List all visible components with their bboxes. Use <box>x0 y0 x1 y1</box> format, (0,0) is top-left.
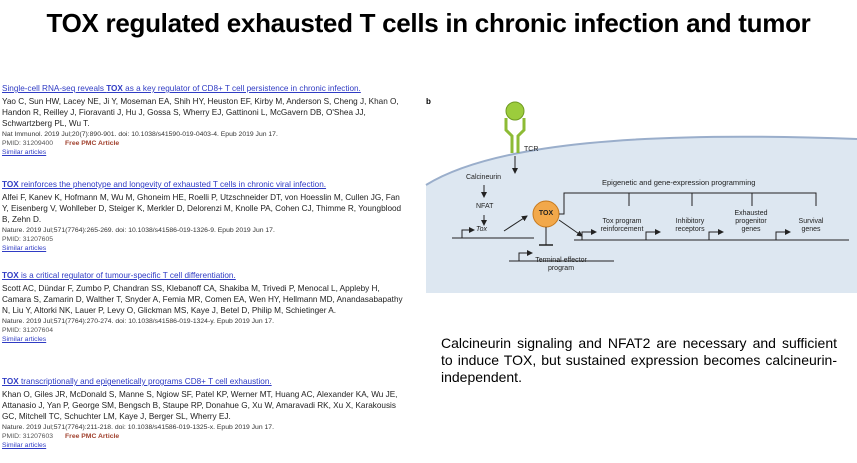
reference-title-text: reinforces the phenotype and longevity o… <box>18 180 327 189</box>
reference-citation: Nature. 2019 Jul;571(7764):270-274. doi:… <box>2 318 274 325</box>
reference-pmid: PMID: 31209400 <box>2 140 54 147</box>
reference-item: Single-cell RNA-seq reveals TOX as a key… <box>2 83 406 157</box>
epigenetic-programming-label: Epigenetic and gene-expression programmi… <box>602 178 756 187</box>
reference-title-text: as a key regulator of CD8+ T cell persis… <box>122 84 361 93</box>
reference-item: TOX reinforces the phenotype and longevi… <box>2 179 406 253</box>
calcineurin-label: Calcineurin <box>466 174 502 181</box>
reference-pmid: PMID: 31207604 <box>2 327 54 334</box>
reference-pmid: PMID: 31207603 <box>2 433 54 440</box>
similar-articles-link[interactable]: Similar articles <box>2 149 47 156</box>
reference-title-link[interactable]: TOX transcriptionally and epigenetically… <box>2 376 406 387</box>
reference-item: TOX is a critical regulator of tumour-sp… <box>2 270 406 344</box>
tox-program-label: Tox program reinforcement <box>600 218 644 233</box>
similar-articles-link[interactable]: Similar articles <box>2 245 47 252</box>
similar-articles-link[interactable]: Similar articles <box>2 336 47 343</box>
reference-title-keyword: TOX <box>2 377 19 386</box>
reference-title-keyword: TOX <box>2 271 19 280</box>
figure-panel-letter: b <box>426 97 431 106</box>
reference-title-text: transcriptionally and epigenetically pro… <box>18 377 272 386</box>
terminal-effector-label: Terminal effector program <box>535 257 587 272</box>
inhibitory-receptors-label: Inhibitory receptors <box>675 218 705 233</box>
pathway-diagram <box>425 101 857 293</box>
reference-title-link[interactable]: TOX reinforces the phenotype and longevi… <box>2 179 406 190</box>
reference-title-link[interactable]: TOX is a critical regulator of tumour-sp… <box>2 270 406 281</box>
reference-pmid: PMID: 31207605 <box>2 236 54 243</box>
reference-citation: Nature. 2019 Jul;571(7764):211-218. doi:… <box>2 424 274 431</box>
reference-authors: Alfei F, Kanev K, Hofmann M, Wu M, Ghone… <box>2 193 402 224</box>
exhausted-progenitor-label: Exhausted progenitor genes <box>734 210 768 233</box>
tox-protein-label: TOX <box>538 210 554 217</box>
tcr-receptor-icon <box>504 101 526 153</box>
reference-pmid-row: PMID: 31207603 Free PMC Article <box>2 432 406 441</box>
tox-pathway-figure: b TCR Calcineurin NFAT Tox TOX Terminal … <box>424 93 857 293</box>
reference-pmid-row: PMID: 31209400 Free PMC Article <box>2 139 406 148</box>
reference-title-keyword: TOX <box>106 84 123 93</box>
summary-text: Calcineurin signaling and NFAT2 are nece… <box>441 335 837 385</box>
reference-title-keyword: TOX <box>2 180 19 189</box>
cell-membrane <box>425 135 857 186</box>
reference-authors: Yao C, Sun HW, Lacey NE, Ji Y, Moseman E… <box>2 97 399 128</box>
cell-body <box>426 136 857 293</box>
similar-articles-link[interactable]: Similar articles <box>2 442 47 449</box>
reference-pmid-row: PMID: 31207604 <box>2 326 406 335</box>
tcr-label: TCR <box>524 146 539 153</box>
tox-gene-label: Tox <box>476 226 488 233</box>
reference-citation: Nat Immunol. 2019 Jul;20(7):890-901. doi… <box>2 131 278 138</box>
reference-item: TOX transcriptionally and epigenetically… <box>2 376 406 450</box>
reference-citation: Nature. 2019 Jul;571(7764):265-269. doi:… <box>2 227 275 234</box>
reference-authors: Khan O, Giles JR, McDonald S, Manne S, N… <box>2 390 398 421</box>
reference-authors: Scott AC, Dündar F, Zumbo P, Chandran SS… <box>2 284 403 315</box>
survival-genes-label: Survival genes <box>798 218 824 233</box>
free-pmc-article-badge[interactable]: Free PMC Article <box>65 140 120 147</box>
reference-title-link[interactable]: Single-cell RNA-seq reveals TOX as a key… <box>2 83 406 94</box>
free-pmc-article-badge[interactable]: Free PMC Article <box>65 433 120 440</box>
reference-title-text: is a critical regulator of tumour-specif… <box>18 271 236 280</box>
slide-title: TOX regulated exhausted T cells in chron… <box>46 8 811 38</box>
nfat-label: NFAT <box>476 203 494 210</box>
reference-pmid-row: PMID: 31207605 <box>2 235 406 244</box>
reference-title-text: Single-cell RNA-seq reveals <box>2 84 107 93</box>
